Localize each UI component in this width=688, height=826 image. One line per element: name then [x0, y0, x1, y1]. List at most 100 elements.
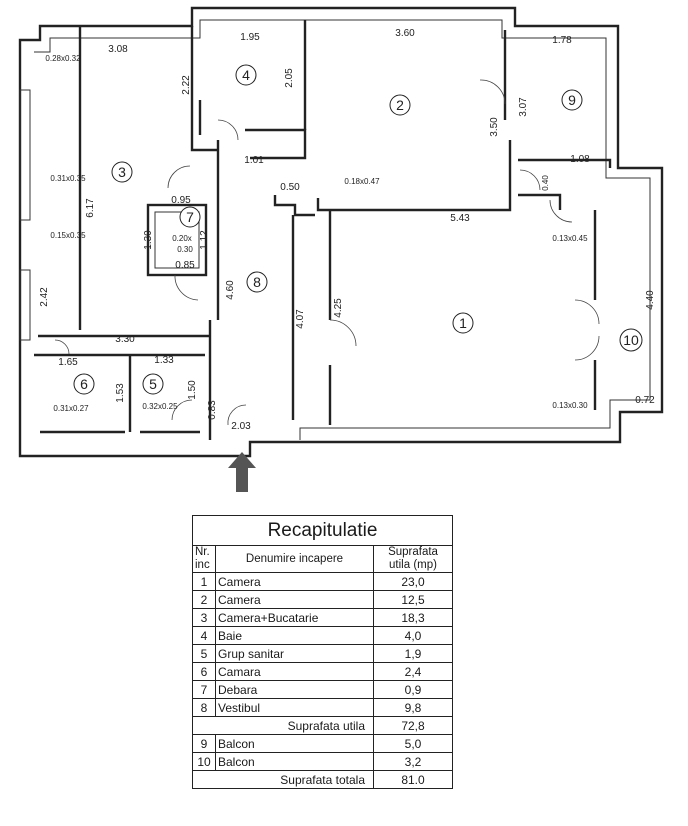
window [19, 89, 31, 221]
row-nr: 4 [192, 626, 216, 645]
window [19, 269, 31, 341]
room-number: 2 [396, 97, 404, 113]
summary-table: Recapitulatie Nr. inc Denumire incapere … [192, 515, 453, 789]
dimension-label: 0.31x0.27 [53, 404, 89, 413]
row-name: Baie [215, 626, 374, 645]
dimension-label: 0.13x0.45 [552, 234, 588, 243]
row-nr: 10 [192, 752, 216, 771]
dimension-label: 1.01 [244, 155, 264, 166]
wall-segment [518, 158, 612, 168]
room-circle [246, 271, 268, 293]
dimension-label: 0.31x0.35 [50, 174, 86, 183]
door-arc [574, 335, 600, 361]
door-arc [227, 404, 247, 426]
dimension-label: 3.08 [108, 44, 128, 55]
inner-wall [34, 19, 651, 440]
row-nr: 8 [192, 698, 216, 717]
room-number: 5 [149, 376, 157, 392]
room-number: 1 [459, 315, 467, 331]
room-number: 4 [242, 67, 250, 83]
row-nr: 9 [192, 734, 216, 753]
dimension-label: 0.28x0.32 [45, 54, 81, 63]
dimension-label: 1.53 [115, 383, 126, 403]
row-nr: 7 [192, 680, 216, 699]
dimension-label: 0.50 [280, 182, 300, 193]
row-area: 1,9 [373, 644, 453, 663]
room-number: 3 [118, 164, 126, 180]
dimension-label: 2.42 [39, 287, 50, 307]
row-name: Balcon [215, 734, 374, 753]
wall-segment [518, 193, 562, 210]
row-area: 3,2 [373, 752, 453, 771]
row-name: Debara [215, 680, 374, 699]
dimension-label: 1.08 [570, 154, 590, 165]
door-arc [574, 299, 600, 325]
wall-segment [245, 128, 307, 160]
row-name: Camara [215, 662, 374, 681]
subtotal-area: 72,8 [373, 716, 453, 735]
row-name: Camera [215, 572, 374, 591]
subtotal-label: Suprafata utila [192, 716, 374, 735]
row-area: 12,5 [373, 590, 453, 609]
dimension-label: 0.95 [171, 195, 191, 206]
summary-grid: Nr. inc Denumire incapere Suprafata util… [192, 545, 453, 789]
header-name: Denumire incapere [215, 545, 374, 573]
row-name: Camera+Bucatarie [215, 608, 374, 627]
dimension-label: 0.72 [635, 395, 655, 406]
dimension-label: 5.43 [450, 213, 470, 224]
room-circle [179, 206, 201, 228]
header-nr: Nr. inc [192, 545, 216, 573]
row-name: Camera [215, 590, 374, 609]
dimension-label: 1.78 [552, 35, 572, 46]
dimension-label: 0.18x0.47 [344, 177, 380, 186]
total-label: Suprafata totala [192, 770, 374, 789]
door-arc [519, 169, 541, 191]
outer-wall [18, 6, 664, 458]
wall-segment [190, 26, 218, 152]
row-nr: 3 [192, 608, 216, 627]
dimension-label: 3.60 [395, 28, 415, 39]
dimension-label: 2.05 [284, 68, 295, 88]
row-area: 5,0 [373, 734, 453, 753]
dimension-label: 0.20x [172, 234, 192, 243]
dimension-label: 1.12 [199, 230, 210, 250]
room-circle [73, 373, 95, 395]
row-area: 2,4 [373, 662, 453, 681]
dimension-label: 3.30 [115, 334, 135, 345]
room-circle [619, 328, 643, 352]
door-arc [549, 199, 573, 223]
row-nr: 2 [192, 590, 216, 609]
room-circle [142, 373, 164, 395]
door-arc [167, 165, 191, 189]
room-circle [235, 64, 257, 86]
door-arc [54, 339, 70, 355]
dimension-label: 0.85 [175, 260, 195, 271]
room-number: 7 [186, 209, 194, 225]
door-arc [329, 319, 357, 347]
row-name: Grup sanitar [215, 644, 374, 663]
dimension-label: 4.07 [295, 309, 306, 329]
room-circle [111, 161, 133, 183]
row-area: 4,0 [373, 626, 453, 645]
room-number: 8 [253, 274, 261, 290]
door-arc [171, 399, 193, 421]
row-area: 18,3 [373, 608, 453, 627]
dimension-label: 6.17 [85, 198, 96, 218]
room-circle [561, 89, 583, 111]
row-area: 9,8 [373, 698, 453, 717]
dimension-label: 2.03 [231, 421, 251, 432]
row-area: 23,0 [373, 572, 453, 591]
header-area: Suprafata utila (mp) [373, 545, 453, 573]
door-arc [217, 119, 239, 141]
room-circle [452, 312, 474, 334]
row-name: Balcon [215, 752, 374, 771]
